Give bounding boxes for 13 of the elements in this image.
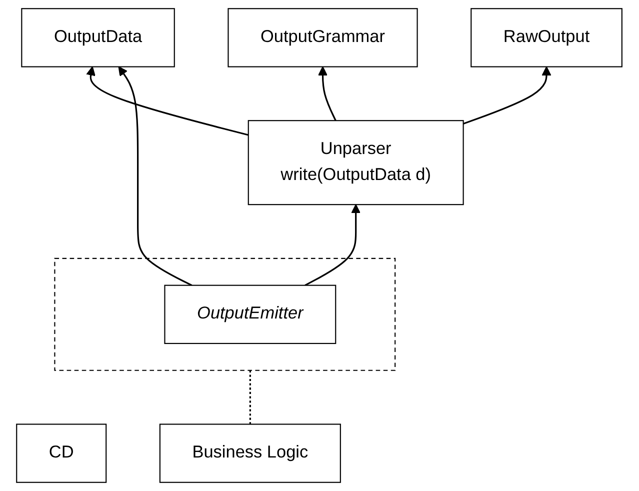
arrow	[318, 66, 337, 121]
arrow	[86, 66, 249, 136]
arrow	[463, 66, 552, 124]
node-box: CD	[16, 424, 107, 483]
node-box: RawOutput	[470, 8, 623, 68]
node-box: Business Logic	[160, 424, 342, 483]
arrow	[118, 66, 192, 286]
arrow	[304, 204, 361, 286]
cluster	[54, 258, 396, 371]
node-box: OutputGrammar	[228, 8, 418, 68]
node-box: Unparser write(OutputData d)	[248, 120, 464, 206]
node-box: OutputData	[21, 8, 176, 68]
connector	[250, 370, 252, 424]
